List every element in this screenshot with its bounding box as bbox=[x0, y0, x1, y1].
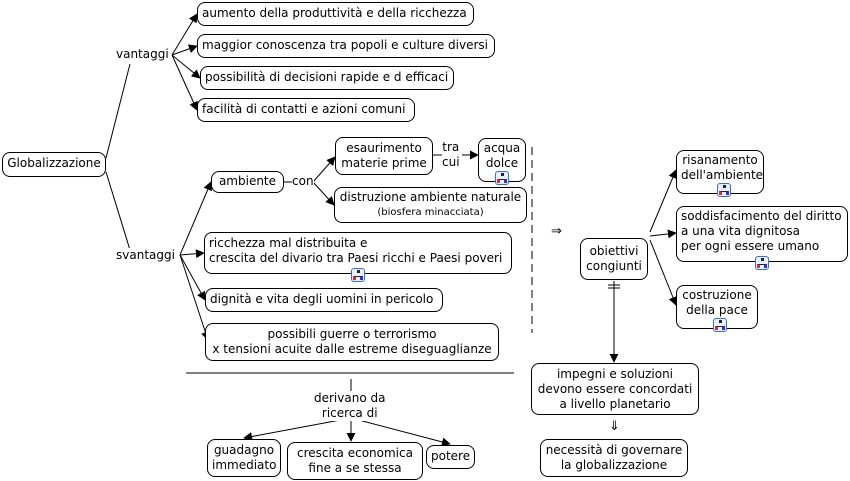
node-soddisfacimento[interactable]: soddisfacimento del diritto a una vita d… bbox=[676, 206, 848, 270]
node-text: per ogni essere umano bbox=[681, 239, 820, 253]
node-text: soddisfacimento del diritto bbox=[681, 209, 842, 223]
node-text: acqua bbox=[483, 141, 521, 155]
node-distruzione[interactable]: distruzione ambiente naturale (biosfera … bbox=[334, 187, 527, 223]
link-text: ricerca di bbox=[321, 406, 378, 420]
node-vantaggio-1[interactable]: aumento della produttività e della ricch… bbox=[197, 2, 474, 26]
node-text: congiunti bbox=[586, 259, 642, 273]
node-text: ricchezza mal distribuita e bbox=[209, 236, 368, 250]
link-label-con: con bbox=[292, 174, 314, 189]
implies-symbol: ⇒ bbox=[551, 224, 562, 239]
node-vantaggio-3[interactable]: possibilità di decisioni rapide e d effi… bbox=[200, 66, 454, 90]
node-guerre[interactable]: possibili guerre o terrorismo x tensioni… bbox=[205, 323, 499, 361]
node-text: esaurimento bbox=[346, 141, 422, 155]
node-text: Globalizzazione bbox=[7, 156, 101, 170]
node-vantaggio-4[interactable]: facilità di contatti e azioni comuni bbox=[197, 98, 415, 122]
node-vantaggio-2[interactable]: maggior conoscenza tra popoli e culture … bbox=[197, 34, 495, 58]
node-text: dell'ambiente bbox=[681, 168, 764, 182]
node-text: la globalizzazione bbox=[560, 458, 668, 472]
node-esaurimento[interactable]: esaurimento materie prime bbox=[335, 137, 433, 175]
link-text: tra bbox=[442, 140, 460, 154]
node-potere[interactable]: potere bbox=[426, 445, 475, 469]
node-text: crescita economica bbox=[297, 446, 413, 460]
node-text: della pace bbox=[686, 303, 748, 317]
node-risanamento[interactable]: risanamento dell'ambiente bbox=[676, 150, 764, 197]
node-necessita[interactable]: necessità di governare la globalizzazion… bbox=[540, 439, 688, 477]
node-dignita[interactable]: dignità e vita degli uomini in pericolo bbox=[205, 288, 443, 312]
down-implies-symbol: ⇓ bbox=[609, 419, 620, 434]
submap-icon[interactable] bbox=[755, 256, 769, 270]
node-acqua-dolce[interactable]: acqua dolce bbox=[478, 138, 526, 185]
node-text: devono essere concordati bbox=[537, 382, 693, 396]
node-text: distruzione ambiente naturale bbox=[339, 190, 522, 204]
node-text: crescita del divario tra Paesi ricchi e … bbox=[209, 251, 503, 265]
node-impegni[interactable]: impegni e soluzioni devono essere concor… bbox=[531, 363, 699, 415]
link-text: cui bbox=[442, 155, 460, 169]
link-label-vantaggi: vantaggi bbox=[116, 47, 169, 62]
node-text: immediato bbox=[212, 458, 277, 472]
node-text: dolce bbox=[485, 156, 519, 170]
node-text: possibili guerre o terrorismo bbox=[267, 327, 437, 341]
link-label-svantaggi: svantaggi bbox=[116, 248, 175, 263]
submap-icon[interactable] bbox=[717, 183, 731, 197]
node-ricchezza[interactable]: ricchezza mal distribuita e crescita del… bbox=[204, 232, 512, 282]
node-costruzione[interactable]: costruzione della pace bbox=[676, 285, 758, 332]
node-text: risanamento bbox=[682, 153, 758, 167]
node-text: x tensioni acuite dalle estreme diseguag… bbox=[212, 342, 492, 356]
node-text: a livello planetario bbox=[559, 397, 671, 411]
root-node-globalizzazione[interactable]: Globalizzazione bbox=[2, 152, 106, 177]
link-label-tra-cui: tra cui bbox=[442, 140, 460, 170]
node-text: a una vita dignitosa bbox=[681, 224, 801, 238]
node-text: necessità di governare bbox=[545, 443, 683, 457]
node-text: obiettivi bbox=[589, 244, 639, 258]
node-ambiente[interactable]: ambiente bbox=[211, 171, 284, 193]
submap-icon[interactable] bbox=[351, 268, 365, 282]
submap-icon[interactable] bbox=[495, 171, 509, 185]
node-text: materie prime bbox=[341, 156, 427, 170]
node-text: costruzione bbox=[682, 288, 752, 302]
node-guadagno[interactable]: guadagno immediato bbox=[207, 439, 281, 477]
link-text: derivano da bbox=[314, 391, 386, 405]
link-label-derivano: derivano da ricerca di bbox=[314, 391, 386, 421]
submap-icon[interactable] bbox=[713, 318, 727, 332]
node-subtext: (biosfera minacciata) bbox=[377, 207, 484, 218]
node-text: fine a se stessa bbox=[308, 461, 402, 475]
node-text: impegni e soluzioni bbox=[556, 367, 674, 381]
node-obiettivi[interactable]: obiettivi congiunti bbox=[580, 238, 648, 280]
node-crescita[interactable]: crescita economica fine a se stessa bbox=[287, 442, 423, 480]
node-text: guadagno bbox=[213, 443, 275, 457]
